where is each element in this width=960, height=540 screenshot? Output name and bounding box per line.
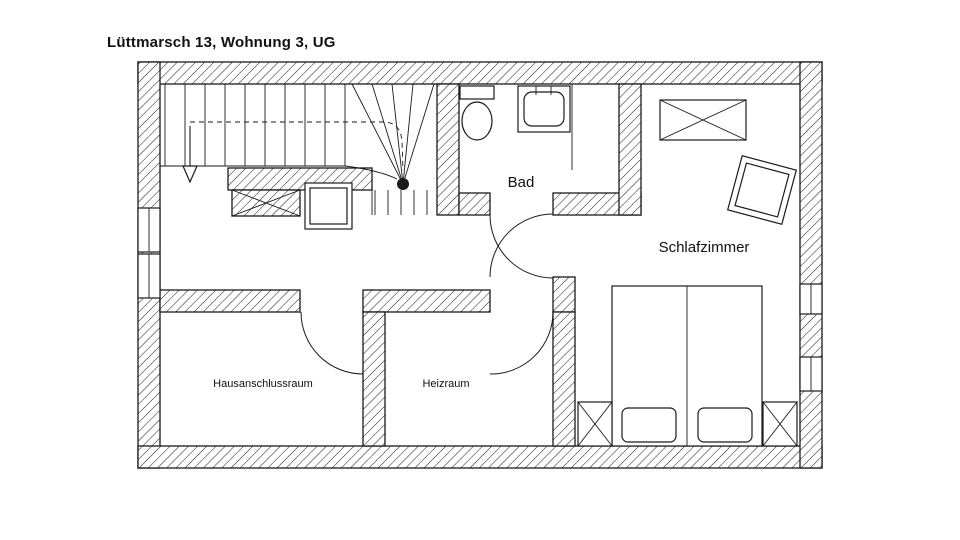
wall-bath-bedroom-divider bbox=[618, 83, 642, 216]
room-label-hausanschlussraum: Hausanschlussraum bbox=[213, 378, 313, 390]
room-label-bad: Bad bbox=[508, 174, 535, 191]
stair-walk-line bbox=[190, 121, 404, 171]
wall-heiz-bedroom-divider bbox=[552, 311, 576, 447]
wall-mid-left bbox=[159, 289, 301, 313]
wardrobe-icon bbox=[659, 99, 747, 141]
door-swing-arc-bedroom bbox=[489, 213, 554, 278]
wall-bath-bottom-left bbox=[458, 192, 491, 216]
wall-bedroom-left-block bbox=[552, 276, 576, 313]
door-swing-arc-hausanschlussraum bbox=[300, 311, 364, 375]
wall-stair-right bbox=[436, 83, 460, 216]
window-icon bbox=[137, 253, 161, 299]
toilet-icon bbox=[459, 85, 495, 141]
wall-outer-right bbox=[799, 61, 823, 469]
window-icon bbox=[137, 207, 161, 253]
door-swings bbox=[300, 213, 554, 375]
wall-ha-heiz-divider bbox=[362, 311, 386, 447]
door-swing-arc-heizraum bbox=[489, 311, 554, 375]
walls bbox=[137, 61, 823, 469]
washbasin-icon bbox=[517, 85, 571, 133]
nightstand-icon bbox=[577, 401, 613, 447]
stair-turn-edge bbox=[344, 165, 398, 180]
bathroom-fixtures bbox=[459, 84, 573, 170]
nightstand-icon bbox=[762, 401, 798, 447]
table-icon bbox=[726, 154, 798, 226]
stair-newel-post bbox=[397, 178, 409, 190]
down-arrow-icon bbox=[182, 126, 198, 184]
window-icon bbox=[799, 283, 823, 315]
room-label-schlafzimmer: Schlafzimmer bbox=[659, 239, 750, 256]
wall-mid-center bbox=[362, 289, 491, 313]
bed-icon bbox=[611, 285, 763, 447]
pillow bbox=[621, 407, 677, 443]
wall-outer-bottom bbox=[137, 445, 823, 469]
room-label-heizraum: Heizraum bbox=[422, 378, 469, 390]
shaft-box bbox=[304, 182, 353, 230]
stairs-icon bbox=[160, 83, 435, 230]
plan-title: Lüttmarsch 13, Wohnung 3, UG bbox=[107, 34, 336, 51]
chimney-cross-line bbox=[231, 189, 301, 217]
pillow bbox=[697, 407, 753, 443]
windows bbox=[137, 207, 823, 392]
door-swing-arc-bath bbox=[489, 214, 554, 279]
bedroom-furniture bbox=[577, 99, 798, 447]
window-icon bbox=[799, 356, 823, 392]
wall-outer-top bbox=[137, 61, 823, 85]
